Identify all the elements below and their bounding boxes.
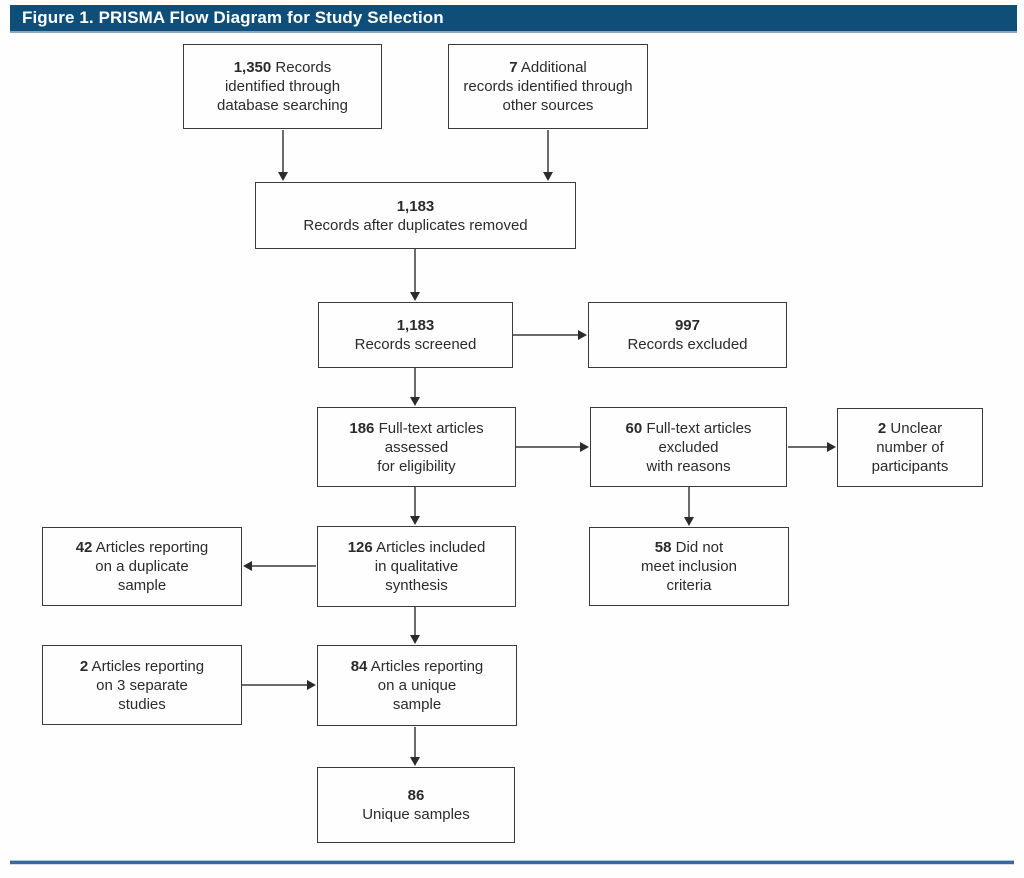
box-records-screened-count: 1,183 [396,317,435,334]
box-records-excluded-text: 997 Records excluded [627,317,748,353]
box-unique-sample-articles-text: 84 Articles reporting on a unique sample [350,658,484,713]
arrow-unique-to-samples [410,727,420,766]
box-unique-samples-text: 86 Unique samples [362,787,470,823]
box-additional-records: 7 Additional records identified through … [448,44,648,129]
box-separate-studies-text: 2 Articles reporting on 3 separate studi… [79,657,205,713]
box-unique-samples-count: 86 [407,787,425,804]
box-unclear-participants-count: 2 [877,420,887,437]
box-records-screened: 1,183 Records screened [318,302,513,368]
box-qualitative-synthesis: 126 Articles included in qualitative syn… [317,526,516,607]
box-unclear-participants-text: 2 Unclear number of participants [871,420,949,475]
box-fulltext-assessed: 186 Full-text articles assessed for elig… [317,407,516,487]
box-fulltext-assessed-text: 186 Full-text articles assessed for elig… [349,419,484,475]
box-inclusion-criteria-text: 58 Did not meet inclusion criteria [641,539,737,594]
arrow-duplicates-to-screened [410,249,420,301]
box-unclear-participants: 2 Unclear number of participants [837,408,983,487]
arrow-fulltext-excluded-to-criteria [684,487,694,526]
figure-title-bar: Figure 1. PRISMA Flow Diagram for Study … [10,5,1017,33]
box-fulltext-assessed-count: 186 [349,419,375,437]
box-qualitative-synthesis-text: 126 Articles included in qualitative syn… [347,539,486,594]
box-additional-records-text: 7 Additional records identified through … [463,59,633,114]
box-inclusion-criteria: 58 Did not meet inclusion criteria [589,527,789,606]
box-records-identified: 1,350 Records identified through databas… [183,44,382,129]
arrow-fulltext-excluded-to-unclear [788,442,836,452]
box-unique-sample-articles-count: 84 [350,658,368,675]
box-duplicate-sample: 42 Articles reporting on a duplicate sam… [42,527,242,606]
arrow-separate-to-unique [242,680,316,690]
figure-title: Figure 1. PRISMA Flow Diagram for Study … [22,8,444,27]
box-records-screened-text: 1,183 Records screened [354,317,477,353]
arrow-screened-to-assessed [410,368,420,406]
box-additional-records-count: 7 [509,59,518,76]
box-duplicate-sample-text: 42 Articles reporting on a duplicate sam… [75,539,209,594]
arrow-assessed-to-fulltext-excluded [516,442,589,452]
box-records-identified-count: 1,350 [233,59,272,76]
box-duplicates-removed: 1,183 Records after duplicates removed [255,182,576,249]
box-duplicates-removed-text: 1,183 Records after duplicates removed [303,197,528,234]
arrow-additional-to-duplicates [543,130,553,181]
box-records-excluded: 997 Records excluded [588,302,787,368]
arrow-included-to-duplicate-sample [243,561,316,571]
box-fulltext-excluded-text: 60 Full-text articles excluded with reas… [625,419,752,475]
box-fulltext-excluded-count: 60 [625,419,643,437]
box-duplicate-sample-count: 42 [75,539,93,556]
box-records-identified-text: 1,350 Records identified through databas… [217,59,348,114]
box-separate-studies: 2 Articles reporting on 3 separate studi… [42,645,242,725]
box-unique-sample-articles: 84 Articles reporting on a unique sample [317,645,517,726]
box-inclusion-criteria-count: 58 [654,539,672,556]
arrow-screened-to-excluded [513,330,587,340]
bottom-rule [10,861,1014,864]
box-separate-studies-count: 2 [79,657,89,675]
box-qualitative-synthesis-count: 126 [347,539,373,556]
box-records-excluded-count: 997 [674,317,700,334]
box-fulltext-excluded: 60 Full-text articles excluded with reas… [590,407,787,487]
arrow-identified-to-duplicates [278,130,288,181]
arrow-included-to-unique [410,607,420,644]
box-unique-samples: 86 Unique samples [317,767,515,843]
arrow-assessed-to-included [410,487,420,525]
box-duplicates-removed-count: 1,183 [396,197,435,215]
